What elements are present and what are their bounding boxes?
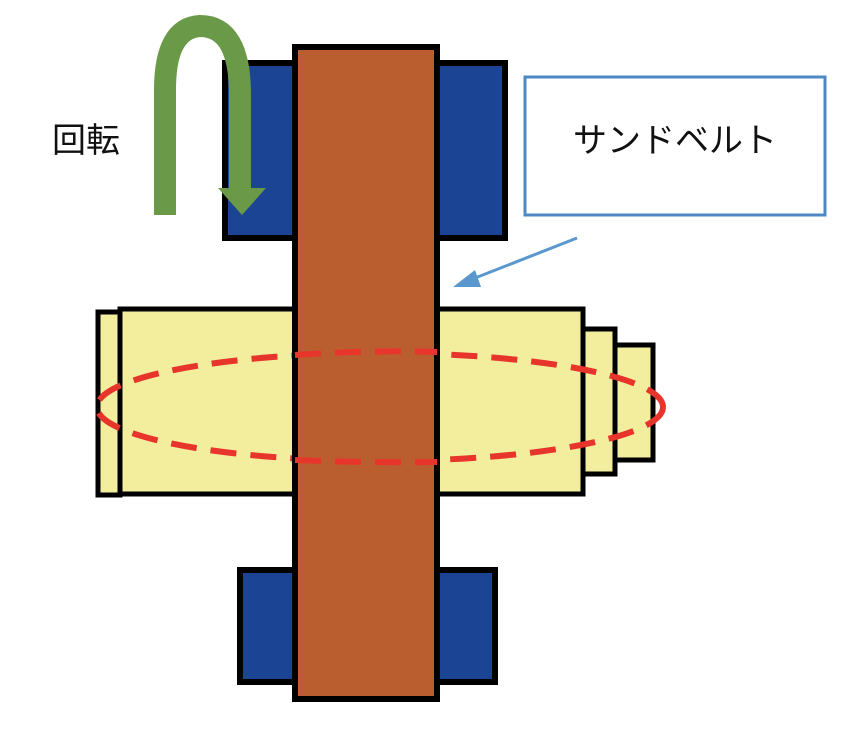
workpiece-end-cap-left bbox=[95, 309, 123, 498]
contact-zone-ellipse-front bbox=[294, 348, 438, 358]
sand-belt-callout-box bbox=[523, 75, 827, 217]
contact-zone-ellipse-front-bottom bbox=[294, 457, 438, 466]
top-right-roller bbox=[427, 60, 508, 241]
workpiece-step-1 bbox=[580, 326, 618, 477]
bottom-right-roller bbox=[427, 567, 498, 685]
sand-belt-label: サンドベルト bbox=[573, 121, 777, 161]
workpiece-step-2 bbox=[612, 342, 656, 463]
rotation-label: 回転 bbox=[52, 121, 120, 161]
rotation-arrow-icon bbox=[154, 14, 266, 215]
callout-pointer-arrow bbox=[453, 236, 578, 287]
sand-belt bbox=[292, 44, 440, 702]
